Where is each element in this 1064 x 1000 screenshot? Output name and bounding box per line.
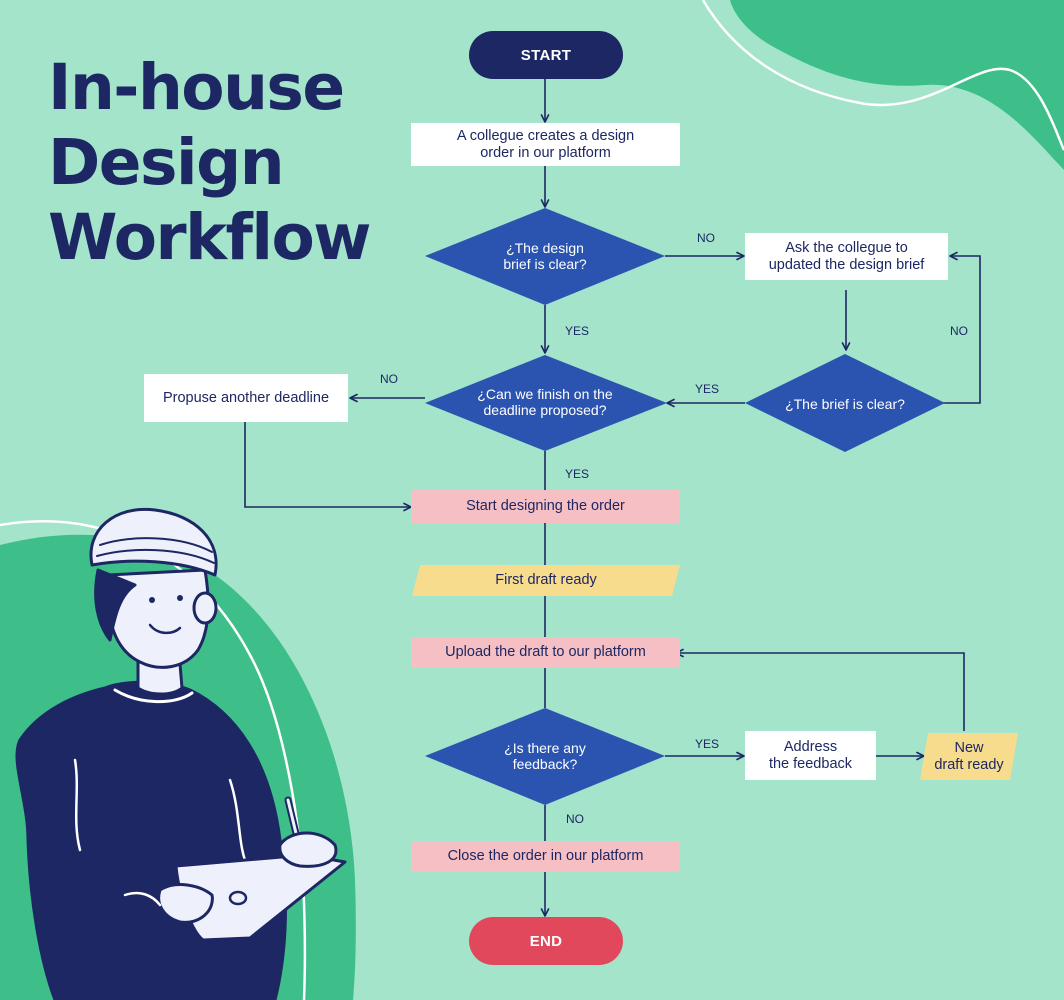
person-cuff — [123, 891, 162, 907]
person-eye — [149, 597, 155, 603]
label-no-deadline: NO — [380, 372, 398, 386]
decision-feedback-text: ¿Is there any feedback? — [504, 739, 586, 773]
process-propose-deadline: Propuse another deadline — [144, 374, 348, 422]
person-collar — [113, 688, 194, 704]
title-line: In-house — [48, 51, 345, 124]
person-hand-right — [278, 831, 338, 868]
decision-brief-clear — [425, 208, 665, 305]
person-hair — [94, 568, 137, 642]
decision-brief-clear-2 — [745, 354, 945, 452]
process-close-order: Close the order in our platform — [411, 841, 680, 872]
label-no-brief: NO — [697, 231, 715, 245]
tablet — [174, 853, 347, 942]
decision-deadline — [425, 355, 667, 451]
title-line: Design — [48, 126, 285, 199]
decision-feedback — [425, 708, 665, 805]
person-eye — [177, 595, 183, 601]
tablet-camera — [228, 890, 248, 906]
data-first-draft-text: First draft ready — [495, 572, 597, 588]
process-address-feedback: Address the feedback — [745, 731, 876, 780]
person-hand-left — [157, 883, 214, 924]
person-illustration — [15, 507, 347, 1000]
label-yes-brief: YES — [565, 324, 590, 338]
end-terminal: END — [469, 917, 623, 965]
title-line: Workflow — [48, 201, 371, 274]
process-start-designing: Start designing the order — [411, 490, 680, 523]
label-no-feedback: NO — [566, 812, 584, 826]
process-ask-update-brief: Ask the collegue to updated the design b… — [745, 233, 948, 280]
person-ear — [192, 591, 218, 625]
label-yes-brief-2: YES — [695, 382, 720, 396]
label-no-brief-2: NO — [950, 324, 968, 338]
process-create-order: A collegue creates a design order in our… — [411, 123, 680, 166]
sweater-fold — [73, 758, 247, 862]
page-title: In-house Design Workflow — [48, 50, 371, 275]
connector-decision2-loop — [943, 251, 981, 404]
person-smile — [148, 623, 182, 635]
decision-brief-clear-2-text: ¿The brief is clear? — [785, 395, 905, 412]
beanie-ribs — [96, 537, 215, 564]
data-new-draft-text: New draft ready — [934, 739, 1004, 773]
label-yes-feedback: YES — [695, 737, 720, 751]
start-terminal: START — [469, 31, 623, 79]
process-upload-draft: Upload the draft to our platform — [411, 637, 680, 668]
connector-newdraft-upload — [675, 648, 965, 731]
shape-new-draft — [920, 733, 1018, 780]
shape-first-draft — [412, 565, 680, 596]
top-right-curve-line — [701, 0, 1064, 151]
person-beanie — [89, 507, 218, 577]
decision-brief-clear-text: ¿The design brief is clear? — [503, 239, 587, 273]
connector-propose-design — [244, 422, 412, 512]
decision-deadline-text: ¿Can we finish on the deadline proposed? — [477, 385, 613, 419]
label-yes-deadline: YES — [565, 467, 590, 481]
top-right-blob — [730, 0, 1064, 170]
